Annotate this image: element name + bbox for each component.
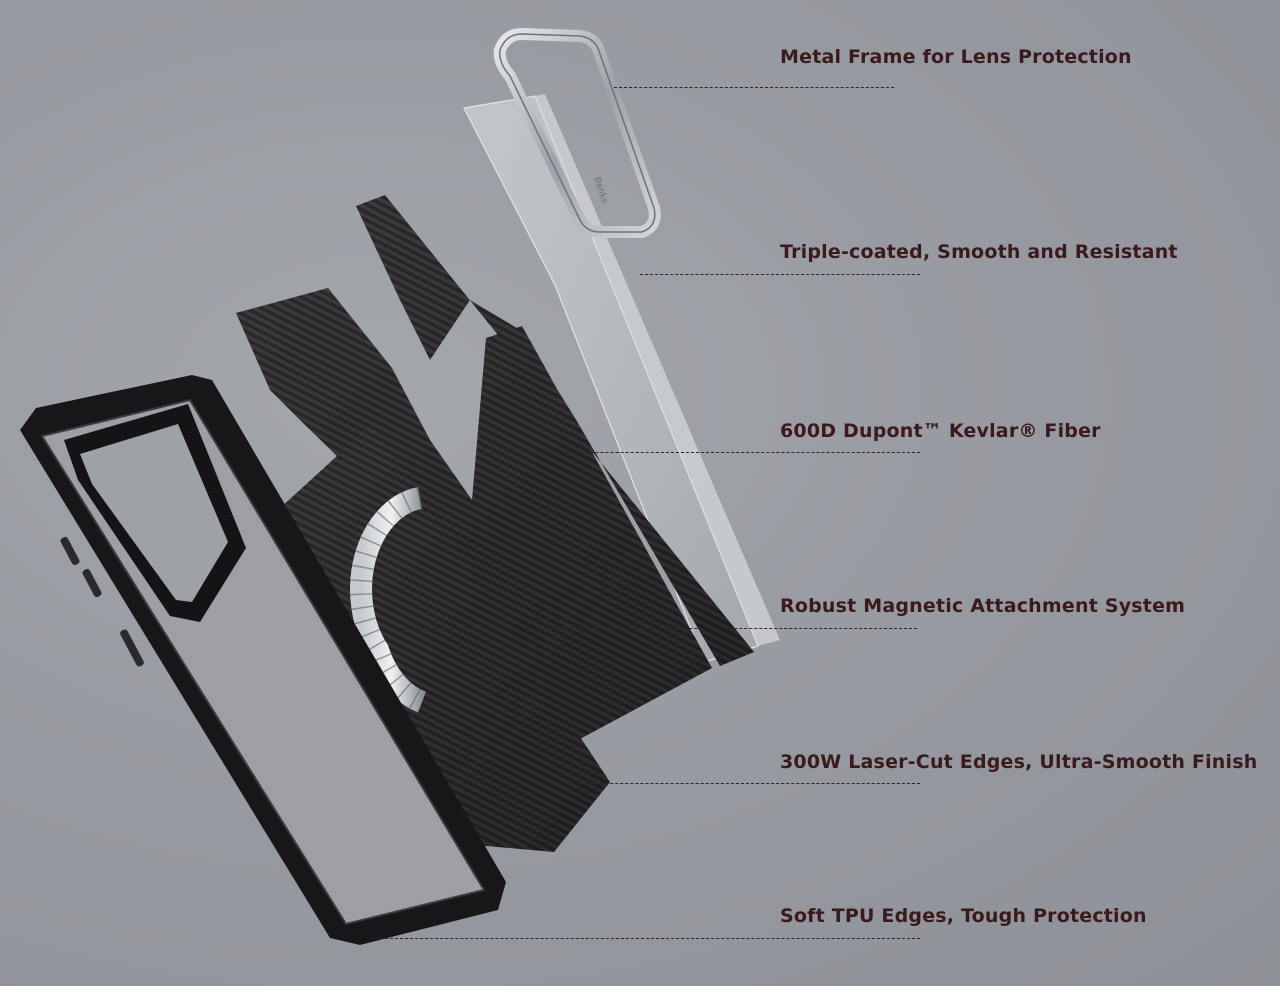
label-laser-cut-edges: 300W Laser-Cut Edges, Ultra-Smooth Finis… (780, 751, 1258, 773)
leader-line-triple-coated (640, 274, 920, 275)
leader-line-metal-frame (614, 87, 894, 88)
label-triple-coated: Triple-coated, Smooth and Resistant (780, 241, 1178, 263)
label-magnetic-system: Robust Magnetic Attachment System (780, 595, 1186, 617)
lens-ring-engraving: Benks (591, 176, 609, 205)
leader-line-laser-cut-edges (580, 783, 920, 784)
label-metal-frame: Metal Frame for Lens Protection (780, 46, 1132, 68)
label-tpu-edges: Soft TPU Edges, Tough Protection (780, 905, 1147, 927)
leader-line-tpu-edges (370, 938, 920, 939)
label-kevlar-fiber: 600D Dupont™ Kevlar® Fiber (780, 420, 1101, 442)
kevlar-plate-middle (236, 288, 712, 754)
kevlar-plate-upper (356, 195, 754, 666)
tpu-bumper-frame (20, 375, 506, 945)
kevlar-plate-front (256, 424, 610, 852)
leader-line-kevlar-fiber (480, 452, 920, 453)
leader-line-magnetic-system (395, 628, 917, 629)
magnetic-ring (350, 487, 427, 713)
